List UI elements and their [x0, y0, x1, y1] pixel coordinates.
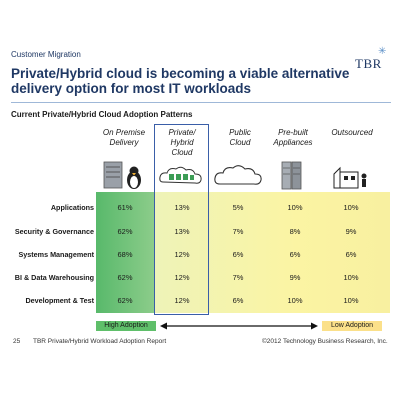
appliance-icon: [266, 160, 320, 190]
table-cell: 12%: [174, 250, 190, 259]
table-subtitle: Current Private/Hybrid Cloud Adoption Pa…: [11, 110, 193, 119]
row-label-applications: Applications: [50, 203, 94, 212]
table-cell: 9%: [345, 227, 357, 236]
double-arrow-icon: [160, 322, 318, 330]
table-cell: 62%: [117, 273, 133, 282]
sparkle-icon: ✳: [378, 46, 387, 57]
table-cell: 62%: [117, 227, 133, 236]
column-header-public-cloud: Public Cloud: [229, 128, 251, 147]
table-cell: 9%: [289, 273, 301, 282]
row-label-security: Security & Governance: [14, 227, 94, 236]
legend-low-adoption: Low Adoption: [322, 321, 382, 331]
section-label: Customer Migration: [11, 50, 81, 59]
table-cell: 68%: [117, 250, 133, 259]
table-cell: 6%: [345, 250, 357, 259]
column-header-private-hybrid: Private/ Hybrid Cloud: [168, 128, 196, 157]
copyright: ©2012 Technology Business Research, Inc.: [262, 338, 388, 345]
table-cell: 10%: [287, 203, 303, 212]
outsourced-icon: [324, 160, 378, 190]
page-number: 25: [13, 338, 21, 345]
table-cell: 13%: [174, 227, 190, 236]
tbr-logo: ✳ TBR: [348, 46, 392, 76]
column-header-pre-built: Pre-built Appliances: [273, 128, 313, 147]
column-header-outsourced: Outsourced: [331, 128, 373, 137]
table-cell: 61%: [117, 203, 133, 212]
table-cell: 7%: [232, 273, 244, 282]
title-divider: [11, 102, 391, 103]
row-label-systems-mgmt: Systems Management: [18, 250, 95, 259]
table-cell: 10%: [343, 296, 359, 305]
on-premise-column-fill: [96, 192, 154, 313]
table-cell: 12%: [174, 273, 190, 282]
table-cell: 7%: [232, 227, 244, 236]
legend-high-adoption: High Adoption: [96, 321, 156, 331]
table-cell: 6%: [232, 250, 244, 259]
table-cell: 8%: [289, 227, 301, 236]
hybrid-column-highlight: [154, 124, 209, 315]
table-cell: 5%: [232, 203, 244, 212]
table-cell: 10%: [287, 296, 303, 305]
column-header-on-premise: On Premise Delivery: [102, 128, 146, 147]
table-cell: 6%: [289, 250, 301, 259]
low-adoption-fill: [154, 192, 390, 313]
row-label-bi: BI & Data Warehousing: [14, 273, 94, 282]
table-cell: 13%: [174, 203, 190, 212]
table-cell: 62%: [117, 296, 133, 305]
table-cell: 6%: [232, 296, 244, 305]
server-penguin-icon: [98, 160, 152, 190]
slide-title: Private/Hybrid cloud is becoming a viabl…: [11, 66, 350, 96]
hybrid-cloud-icon: [155, 160, 209, 190]
table-cell: 10%: [343, 273, 359, 282]
table-cell: 10%: [343, 203, 359, 212]
report-name: TBR Private/Hybrid Workload Adoption Rep…: [33, 338, 167, 345]
row-label-dev-test: Development & Test: [25, 296, 94, 305]
logo-text: TBR: [355, 56, 382, 71]
cloud-icon: [212, 160, 266, 190]
table-cell: 12%: [174, 296, 190, 305]
